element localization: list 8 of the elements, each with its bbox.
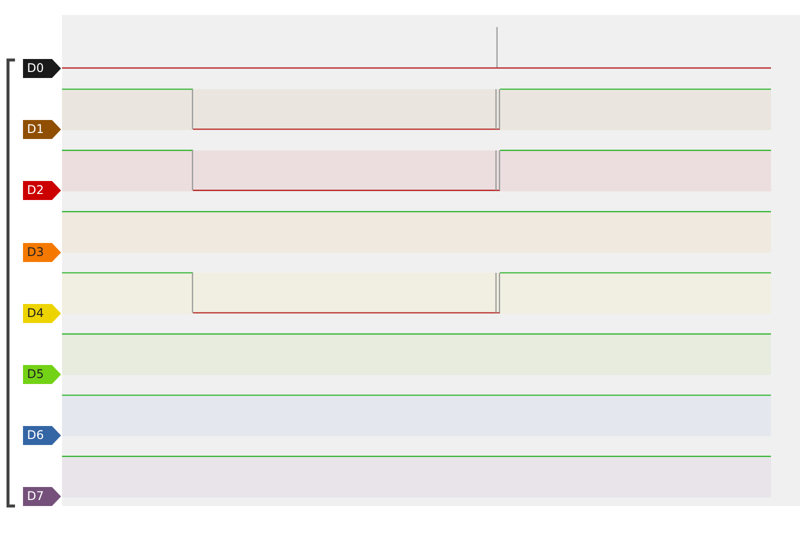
channel-tag: D3 xyxy=(23,242,61,262)
channel-tag: D4 xyxy=(23,304,61,323)
channel-tag: D1 xyxy=(23,120,61,140)
channel-tag: D5 xyxy=(23,365,61,384)
channel-tag: D2 xyxy=(23,181,61,200)
channel-tag: D0 xyxy=(23,59,61,78)
channel-tag: D7 xyxy=(23,487,61,506)
channel-tag: D6 xyxy=(23,426,61,446)
